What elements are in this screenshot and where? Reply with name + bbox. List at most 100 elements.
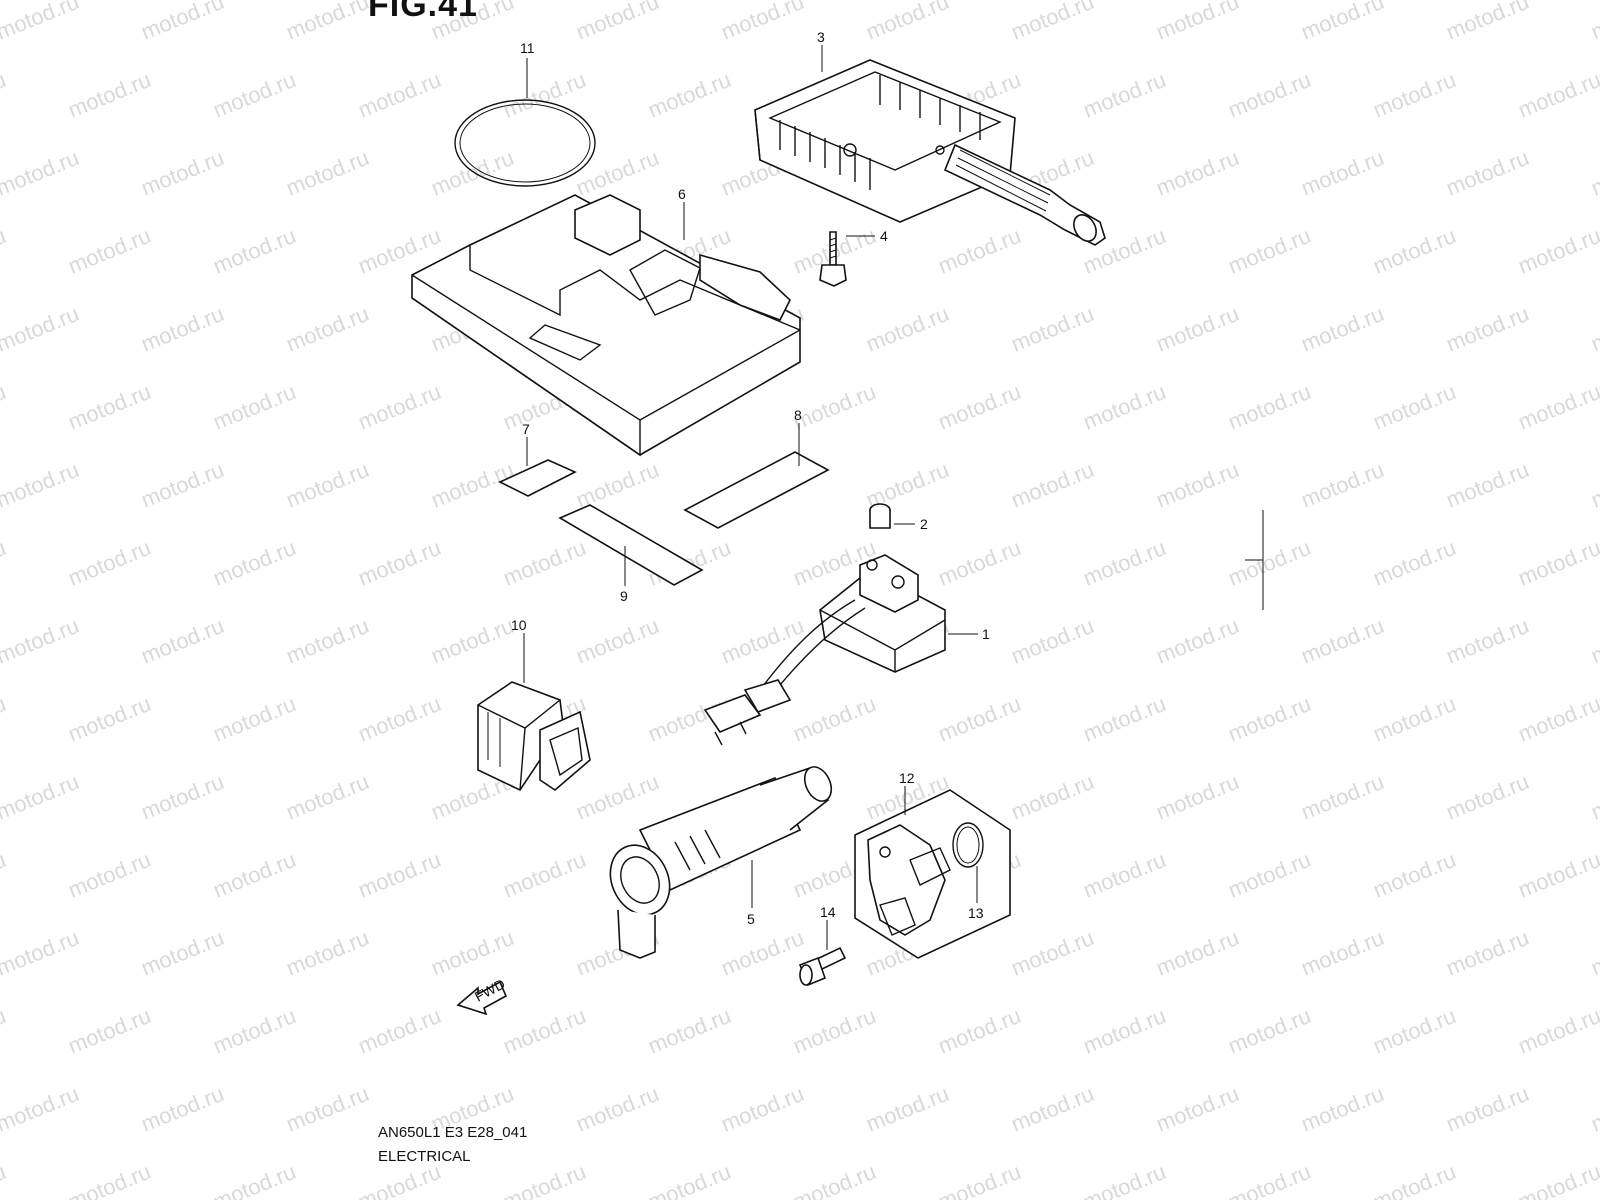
leader-lines (523, 45, 978, 950)
watermark-text: motod.ru (573, 0, 663, 45)
watermark-text: motod.ru (935, 379, 1025, 435)
watermark-text: motod.ru (1225, 535, 1315, 591)
watermark-text: motod.ru (0, 223, 9, 279)
watermark-text: motod.ru (1515, 847, 1600, 903)
watermark-text: motod.ru (0, 145, 82, 201)
watermark-text: motod.ru (1225, 223, 1315, 279)
watermark-text: motod.ru (283, 145, 373, 201)
watermark-text: motod.ru (1515, 1159, 1600, 1200)
watermark-text: motod.ru (1225, 1003, 1315, 1059)
watermark-text: motod.ru (283, 1081, 373, 1137)
watermark-text: motod.ru (1080, 1159, 1170, 1200)
callout-1: 1 (982, 626, 990, 642)
watermark-text: motod.ru (138, 301, 228, 357)
watermark-text: motod.ru (1153, 457, 1243, 513)
o-ring-part-11 (454, 99, 596, 187)
pad-part-9 (558, 504, 704, 586)
watermark-text: motod.ru (0, 379, 9, 435)
watermark-text: motod.ru (1008, 769, 1098, 825)
register-mark (1245, 510, 1264, 610)
caption-title: ELECTRICAL (378, 1148, 471, 1165)
watermark-text: motod.ru (283, 457, 373, 513)
callout-6: 6 (678, 186, 686, 202)
watermark-text: motod.ru (138, 1081, 228, 1137)
watermark-text: motod.ru (1443, 925, 1533, 981)
watermark-text: motod.ru (283, 613, 373, 669)
watermark-text: motod.ru (500, 535, 590, 591)
watermark-text: motod.ru (355, 1159, 445, 1200)
watermark-text: motod.ru (1588, 613, 1600, 669)
watermark-text: motod.ru (355, 67, 445, 123)
watermark-text: motod.ru (0, 847, 9, 903)
watermark-text: motod.ru (790, 1159, 880, 1200)
watermark-text: motod.ru (573, 145, 663, 201)
watermark-text: motod.ru (1080, 847, 1170, 903)
watermark-text: motod.ru (0, 67, 9, 123)
ignition-coil-part-5 (609, 766, 833, 959)
watermark-text: motod.ru (645, 67, 735, 123)
watermark-text: motod.ru (65, 379, 155, 435)
watermark-text: motod.ru (0, 613, 82, 669)
watermark-text: motod.ru (790, 1003, 880, 1059)
callout-3: 3 (817, 29, 825, 45)
watermark-text: motod.ru (1153, 0, 1243, 45)
watermark-text: motod.ru (138, 613, 228, 669)
watermark-text: motod.ru (1008, 1081, 1098, 1137)
watermark-text: motod.ru (863, 301, 953, 357)
watermark-text: motod.ru (1298, 0, 1388, 45)
watermark-text: motod.ru (1588, 769, 1600, 825)
watermark-text: motod.ru (355, 535, 445, 591)
watermark-text: motod.ru (1298, 1081, 1388, 1137)
watermark-text: motod.ru (1225, 691, 1315, 747)
callout-2: 2 (920, 516, 928, 532)
watermark-text: motod.ru (428, 613, 518, 669)
watermark-text: motod.ru (138, 0, 228, 45)
watermark-text: motod.ru (1298, 145, 1388, 201)
watermark-text: motod.ru (138, 769, 228, 825)
watermark-text: motod.ru (645, 1003, 735, 1059)
watermark-text: motod.ru (718, 613, 808, 669)
watermark-text: motod.ru (1008, 457, 1098, 513)
watermark-text: motod.ru (355, 847, 445, 903)
callout-14: 14 (820, 904, 836, 920)
watermark-text: motod.ru (1370, 223, 1460, 279)
watermark-text: motod.ru (138, 145, 228, 201)
watermark-text: motod.ru (1443, 145, 1533, 201)
watermark-text: motod.ru (0, 769, 82, 825)
watermark-text: motod.ru (1153, 301, 1243, 357)
watermark-text: motod.ru (0, 691, 9, 747)
watermark-text: motod.ru (935, 1159, 1025, 1200)
watermark-text: motod.ru (210, 535, 300, 591)
watermark-text: motod.ru (1370, 67, 1460, 123)
sensor-part-10 (477, 681, 591, 792)
watermark-text: motod.ru (355, 1003, 445, 1059)
watermark-text: motod.ru (1298, 925, 1388, 981)
watermark-text: motod.ru (1370, 691, 1460, 747)
watermark-text: motod.ru (1298, 769, 1388, 825)
watermark-text: motod.ru (863, 0, 953, 45)
watermark-text: motod.ru (1225, 379, 1315, 435)
watermark-text: motod.ru (1443, 769, 1533, 825)
watermark-text: motod.ru (573, 613, 663, 669)
watermark-text: motod.ru (210, 67, 300, 123)
watermark-text: motod.ru (138, 925, 228, 981)
watermark-text: motod.ru (1225, 67, 1315, 123)
watermark-text: motod.ru (283, 0, 373, 45)
watermark-text: motod.ru (210, 847, 300, 903)
watermark-text: motod.ru (210, 1003, 300, 1059)
bolt-part-4 (819, 231, 847, 287)
watermark-text: motod.ru (428, 145, 518, 201)
watermark-text: motod.ru (1370, 379, 1460, 435)
watermark-text: motod.ru (1298, 301, 1388, 357)
watermark-text: motod.ru (1588, 1081, 1600, 1137)
watermark-text: motod.ru (283, 925, 373, 981)
watermark-text: motod.ru (1080, 67, 1170, 123)
watermark-text: motod.ru (0, 0, 82, 45)
watermark-text: motod.ru (1298, 457, 1388, 513)
watermark-text: motod.ru (718, 1081, 808, 1137)
watermark-text: motod.ru (1588, 0, 1600, 45)
watermark-text: motod.ru (0, 1003, 9, 1059)
watermark-text: motod.ru (1588, 301, 1600, 357)
watermark-text: motod.ru (0, 535, 9, 591)
watermark-text: motod.ru (500, 1159, 590, 1200)
